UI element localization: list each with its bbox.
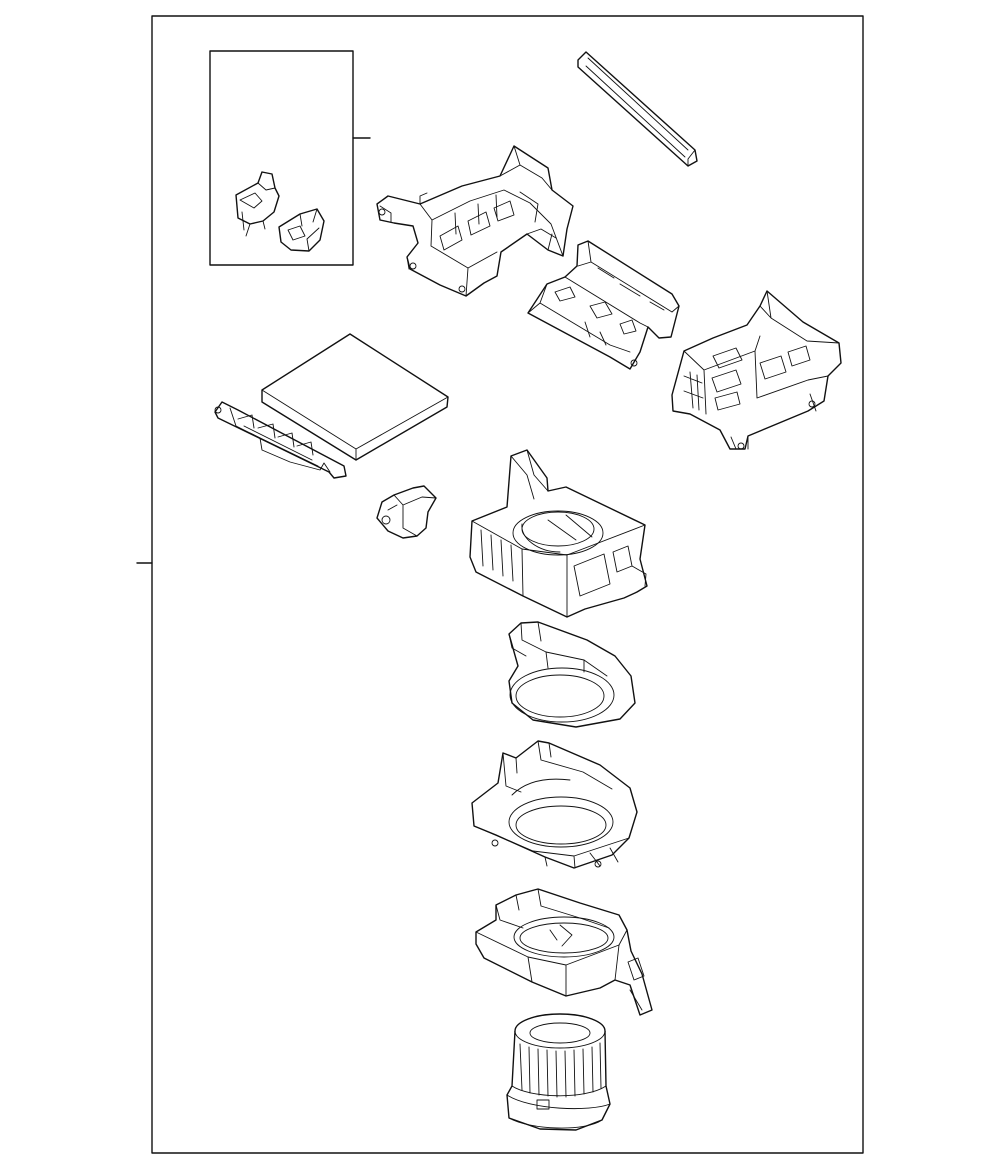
blower-motor[interactable]	[507, 1014, 610, 1130]
actuator-kit-inset[interactable]	[210, 51, 370, 265]
mode-door-assembly[interactable]	[528, 241, 679, 369]
door-actuator[interactable]	[377, 486, 436, 538]
diagram-frame	[152, 16, 863, 1153]
blower-lower-case[interactable]	[476, 889, 652, 1015]
duct-manifold[interactable]	[377, 146, 573, 296]
blower-scroll-case[interactable]	[472, 741, 637, 868]
evaporator-case[interactable]	[672, 291, 841, 449]
cabin-air-filter[interactable]	[262, 334, 448, 460]
cabin-filter-cover[interactable]	[578, 52, 697, 166]
blower-scroll-upper[interactable]	[509, 622, 635, 727]
filter-access-cover[interactable]	[215, 402, 346, 478]
blower-housing[interactable]	[470, 450, 647, 617]
